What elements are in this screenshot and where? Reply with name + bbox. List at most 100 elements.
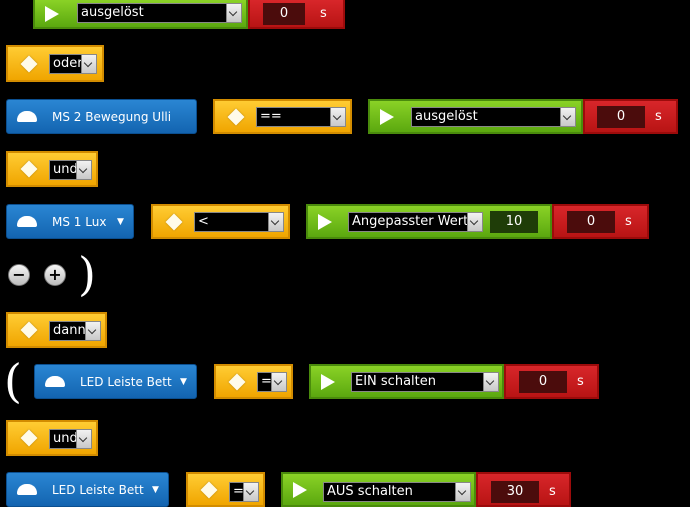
value-type-select[interactable]: Angepasster Wert (348, 212, 483, 232)
device-label: LED Leiste Bett (80, 375, 172, 389)
play-icon (380, 108, 394, 125)
compare-select[interactable]: < (194, 212, 284, 232)
play-icon (318, 213, 332, 230)
action-select[interactable]: EIN schalten (351, 372, 499, 392)
trigger-select-value: ausgelöst (81, 5, 144, 20)
add-button[interactable]: + (44, 264, 66, 286)
diamond-icon (20, 160, 38, 178)
value-block: Angepasster Wert 10 (306, 204, 552, 239)
compare-select[interactable]: = (257, 372, 287, 392)
diamond-icon (200, 481, 218, 498)
operator-block-und: und (6, 420, 98, 456)
chevron-down-icon[interactable] (483, 373, 498, 391)
chevron-down-icon[interactable] (243, 483, 258, 501)
timer-value[interactable]: 0 (519, 371, 567, 393)
timer-value[interactable]: 30 (491, 481, 539, 503)
chevron-down-icon[interactable] (81, 55, 96, 73)
operator-block-und: und (6, 151, 98, 187)
lamp-icon (45, 375, 65, 387)
action-select-value: AUS schalten (327, 484, 413, 499)
compare-select-value: < (198, 214, 209, 229)
operator-select[interactable]: und (49, 429, 92, 449)
chevron-down-icon[interactable] (85, 322, 100, 340)
timer-block: 30 s (476, 472, 571, 507)
compare-select[interactable]: == (256, 107, 346, 127)
compare-select-value: = (233, 484, 244, 499)
operator-block-oder: oder (6, 45, 104, 82)
chevron-down-icon[interactable] (76, 161, 91, 179)
device-block[interactable]: MS 1 Lux ▼ (6, 204, 134, 239)
timer-block: 0 s (504, 364, 599, 399)
compare-select-value: = (261, 374, 272, 389)
timer-unit: s (655, 109, 662, 124)
chevron-down-icon[interactable]: ▼ (152, 485, 159, 495)
play-icon (321, 373, 335, 390)
timer-value[interactable]: 0 (567, 211, 615, 233)
timer-value[interactable]: 0 (597, 106, 645, 128)
chevron-down-icon[interactable] (226, 4, 241, 22)
chevron-down-icon[interactable] (271, 373, 286, 391)
compare-block: == (213, 99, 352, 134)
compare-select[interactable]: = (229, 482, 259, 502)
trigger-select[interactable]: ausgelöst (77, 3, 242, 23)
device-block[interactable]: LED Leiste Bett ▼ (6, 472, 169, 507)
device-label: LED Leiste Bett (52, 483, 144, 497)
chevron-down-icon[interactable]: ▼ (117, 217, 124, 227)
value-input[interactable]: 10 (490, 211, 538, 233)
trigger-select[interactable]: ausgelöst (411, 107, 576, 127)
device-block[interactable]: LED Leiste Bett ▼ (34, 364, 197, 399)
compare-block: < (151, 204, 290, 239)
chevron-down-icon[interactable] (467, 213, 482, 231)
chevron-down-icon[interactable]: ▼ (180, 377, 187, 387)
operator-select-value: dann (53, 323, 86, 338)
play-icon (45, 5, 59, 22)
sensor-icon (17, 110, 37, 122)
timer-unit: s (577, 374, 584, 389)
action-select-value: EIN schalten (355, 374, 436, 389)
compare-block: = (214, 364, 293, 399)
chevron-down-icon[interactable] (76, 430, 91, 448)
diamond-icon (20, 429, 38, 447)
lamp-icon (17, 483, 37, 495)
remove-button[interactable]: − (8, 264, 30, 286)
operator-select-value: oder (53, 56, 83, 71)
operator-select-value: und (53, 162, 78, 177)
action-block: EIN schalten (309, 364, 504, 399)
play-icon (293, 481, 307, 498)
chevron-down-icon[interactable] (268, 213, 283, 231)
operator-block-dann: dann (6, 312, 107, 348)
chevron-down-icon[interactable] (455, 483, 470, 501)
operator-select-value: und (53, 431, 78, 446)
trigger-select-value: ausgelöst (415, 109, 478, 124)
diamond-icon (165, 213, 183, 230)
diamond-icon (227, 108, 245, 125)
trigger-block: ausgelöst (368, 99, 583, 134)
compare-select-value: == (260, 109, 282, 124)
open-paren: ( (4, 354, 22, 408)
timer-unit: s (549, 484, 556, 499)
device-label: MS 1 Lux (52, 215, 107, 229)
device-block[interactable]: MS 2 Bewegung Ulli (6, 99, 197, 134)
diamond-icon (20, 55, 38, 72)
diamond-icon (20, 321, 38, 339)
chevron-down-icon[interactable] (330, 108, 345, 126)
timer-unit: s (625, 214, 632, 229)
operator-select[interactable]: oder (49, 54, 97, 74)
diamond-icon (228, 373, 246, 390)
sensor-icon (17, 215, 37, 227)
device-label: MS 2 Bewegung Ulli (52, 110, 172, 124)
operator-select[interactable]: dann (49, 321, 101, 341)
timer-block: 0 s (552, 204, 649, 239)
action-block: AUS schalten (281, 472, 476, 507)
timer-block: 0 s (248, 0, 345, 29)
timer-block: 0 s (583, 99, 678, 134)
trigger-block: ausgelöst (33, 0, 248, 29)
compare-block: = (186, 472, 265, 507)
value-type-select-value: Angepasster Wert (352, 214, 469, 229)
action-select[interactable]: AUS schalten (323, 482, 471, 502)
chevron-down-icon[interactable] (560, 108, 575, 126)
close-paren: ) (78, 247, 96, 301)
timer-unit: s (320, 6, 327, 21)
operator-select[interactable]: und (49, 160, 92, 180)
timer-value[interactable]: 0 (263, 3, 305, 25)
